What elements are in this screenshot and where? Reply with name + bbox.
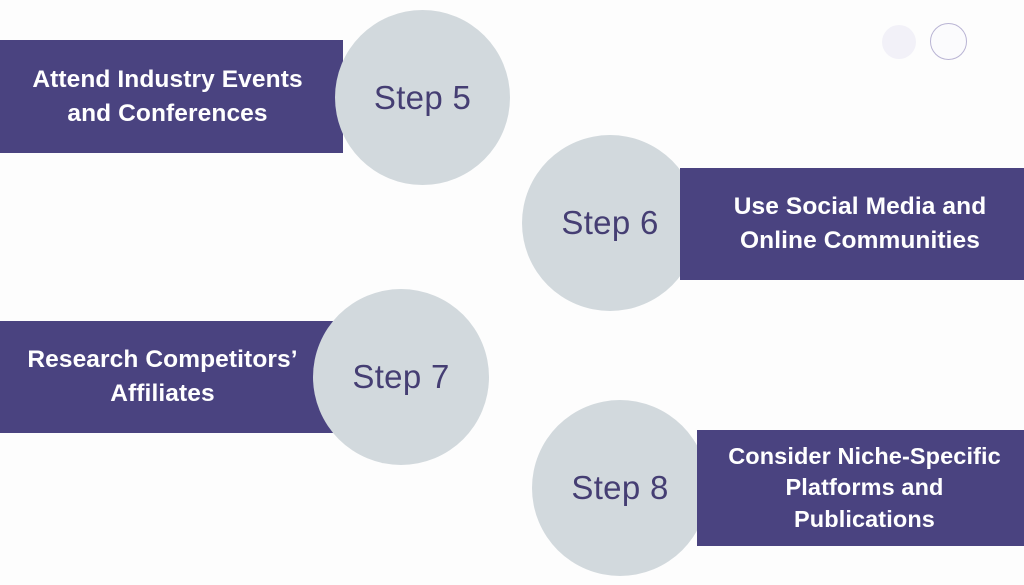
step-7-bar[interactable]: Research Competitors’ Affiliates <box>0 321 333 433</box>
decorative-filled-circle-icon <box>882 25 916 59</box>
step-5-title: Attend Industry Events and Conferences <box>32 65 303 127</box>
step-5-bar[interactable]: Attend Industry Events and Conferences <box>0 40 343 153</box>
step-5-badge-label: Step 5 <box>373 78 472 116</box>
step-7-badge-label: Step 7 <box>352 358 450 395</box>
step-8-bar[interactable]: Consider Niche-Specific Platforms and Pu… <box>697 430 1024 546</box>
step-8-badge-label: Step 8 <box>571 469 669 506</box>
step-5-badge[interactable]: Step 5 <box>335 10 510 185</box>
step-8-title: Consider Niche-Specific Platforms and Pu… <box>728 443 1001 532</box>
step-6-badge[interactable]: Step 6 <box>522 135 698 311</box>
step-6-badge-label: Step 6 <box>561 204 659 241</box>
step-7-title: Research Competitors’ Affiliates <box>27 346 298 407</box>
step-7-badge[interactable]: Step 7 <box>313 289 489 465</box>
step-8-badge[interactable]: Step 8 <box>532 400 708 576</box>
decorative-outline-circle-icon <box>930 23 967 60</box>
step-6-bar[interactable]: Use Social Media and Online Communities <box>680 168 1024 280</box>
step-6-title: Use Social Media and Online Communities <box>733 193 987 254</box>
